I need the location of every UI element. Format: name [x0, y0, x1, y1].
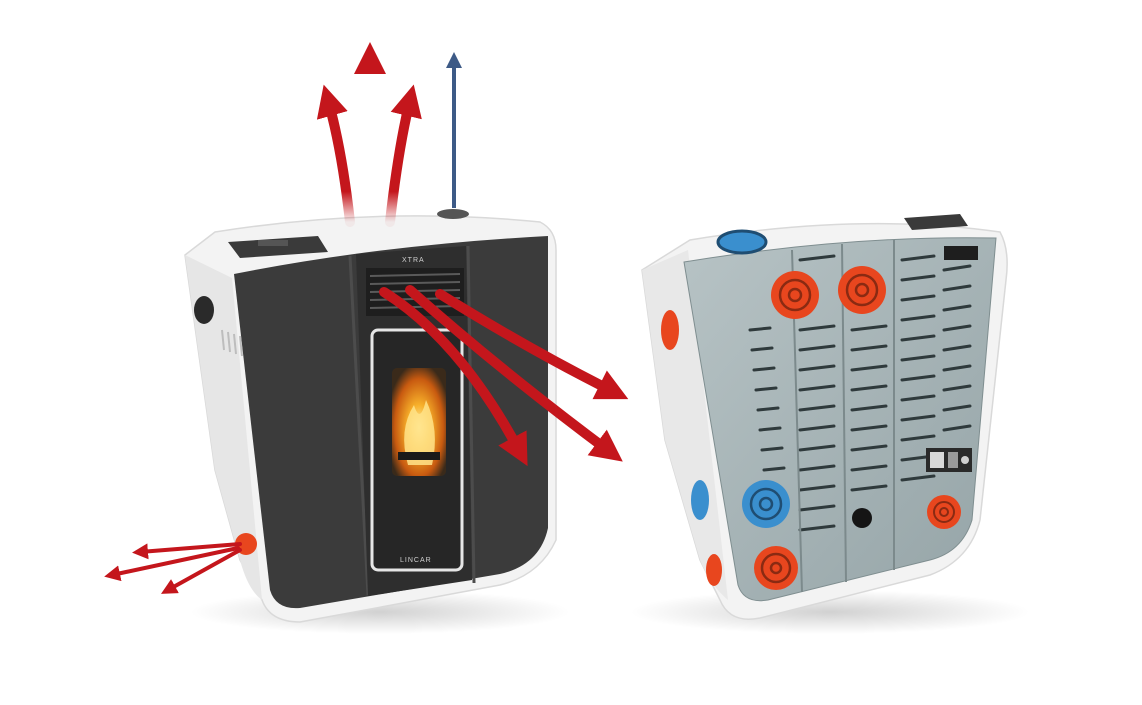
rear-side-blue-outlet: [691, 480, 709, 520]
side-vent-slots: [221, 329, 243, 357]
panel-seam-right: [466, 245, 476, 584]
rear-hot-air-outlet-1: [771, 271, 819, 319]
exhaust-flue: [437, 209, 469, 219]
panel-seam-left: [348, 255, 370, 596]
rear-vent-slots: [748, 254, 972, 532]
rear-flue-ring: [716, 229, 768, 255]
top-logo: XTRA: [402, 257, 425, 264]
fire-grate: [398, 452, 440, 460]
rear-cold-air-intake: [742, 480, 790, 528]
stove-rear-view: [630, 214, 1030, 634]
rear-side-red-outlet-bottom: [706, 554, 722, 586]
hot-air-arrow-front-2: [405, 285, 623, 462]
rear-hot-air-outlet-2: [838, 266, 886, 314]
stove-front-view: XTRA LINCAR: [184, 209, 570, 634]
hot-air-arrow-front-3: [435, 289, 629, 400]
rear-hot-air-outlet-4: [927, 495, 961, 529]
rear-electrical-connector: [926, 448, 972, 472]
pellet-lid: [228, 236, 328, 258]
hot-air-arrow-side-1: [132, 542, 242, 560]
rear-air-hole: [852, 508, 872, 528]
lid-handle: [258, 240, 288, 246]
hot-air-side-arrows: [104, 542, 242, 594]
hot-air-arrow-top-right: [385, 84, 422, 227]
hot-air-arrow-top-left: [316, 84, 355, 227]
hot-air-arrow-side-3: [161, 548, 242, 594]
rear-side-red-outlet-top: [661, 310, 679, 350]
rear-flue-blue: [718, 231, 766, 253]
rear-lid: [904, 214, 968, 230]
rear-hot-air-outlet-3: [754, 546, 798, 590]
stove-side-face: [185, 255, 262, 600]
hot-air-arrow-front-1: [379, 287, 528, 467]
door-logo: LINCAR: [400, 557, 432, 564]
hot-air-arrow-side-2: [104, 546, 240, 582]
hot-air-top-arrows: [316, 41, 422, 227]
side-air-inlet: [194, 296, 214, 324]
rear-black-slot: [944, 246, 978, 260]
flame: [404, 400, 435, 465]
hot-air-front-arrows: [379, 285, 629, 467]
